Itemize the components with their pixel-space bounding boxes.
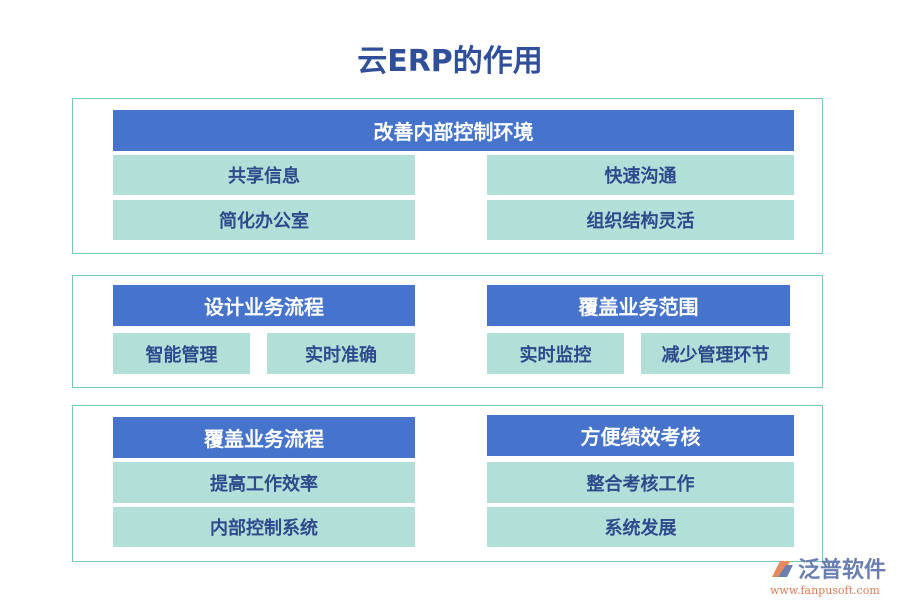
page-title: 云ERP的作用 <box>357 44 543 79</box>
item: 减少管理环节 <box>641 333 790 374</box>
logo: 泛普软件 www.fanpusoft.com <box>770 552 886 597</box>
item: 提高工作效率 <box>113 462 415 503</box>
logo-url: www.fanpusoft.com <box>770 584 880 597</box>
group-header: 方便绩效考核 <box>487 415 794 456</box>
item: 系统发展 <box>487 507 794 547</box>
group-header: 覆盖业务范围 <box>487 285 790 326</box>
item: 实时准确 <box>267 333 415 374</box>
group-header: 覆盖业务流程 <box>113 417 415 458</box>
item: 组织结构灵活 <box>487 200 794 240</box>
item: 智能管理 <box>113 333 250 374</box>
item: 整合考核工作 <box>487 462 794 503</box>
logo-name: 泛普软件 <box>798 558 887 583</box>
group-header: 设计业务流程 <box>113 285 415 326</box>
section-header: 改善内部控制环境 <box>113 110 794 151</box>
logo-icon <box>772 561 793 577</box>
item: 内部控制系统 <box>113 507 415 547</box>
item: 快速沟通 <box>487 155 794 195</box>
item: 共享信息 <box>113 155 415 195</box>
item: 简化办公室 <box>113 200 415 240</box>
item: 实时监控 <box>487 333 624 374</box>
